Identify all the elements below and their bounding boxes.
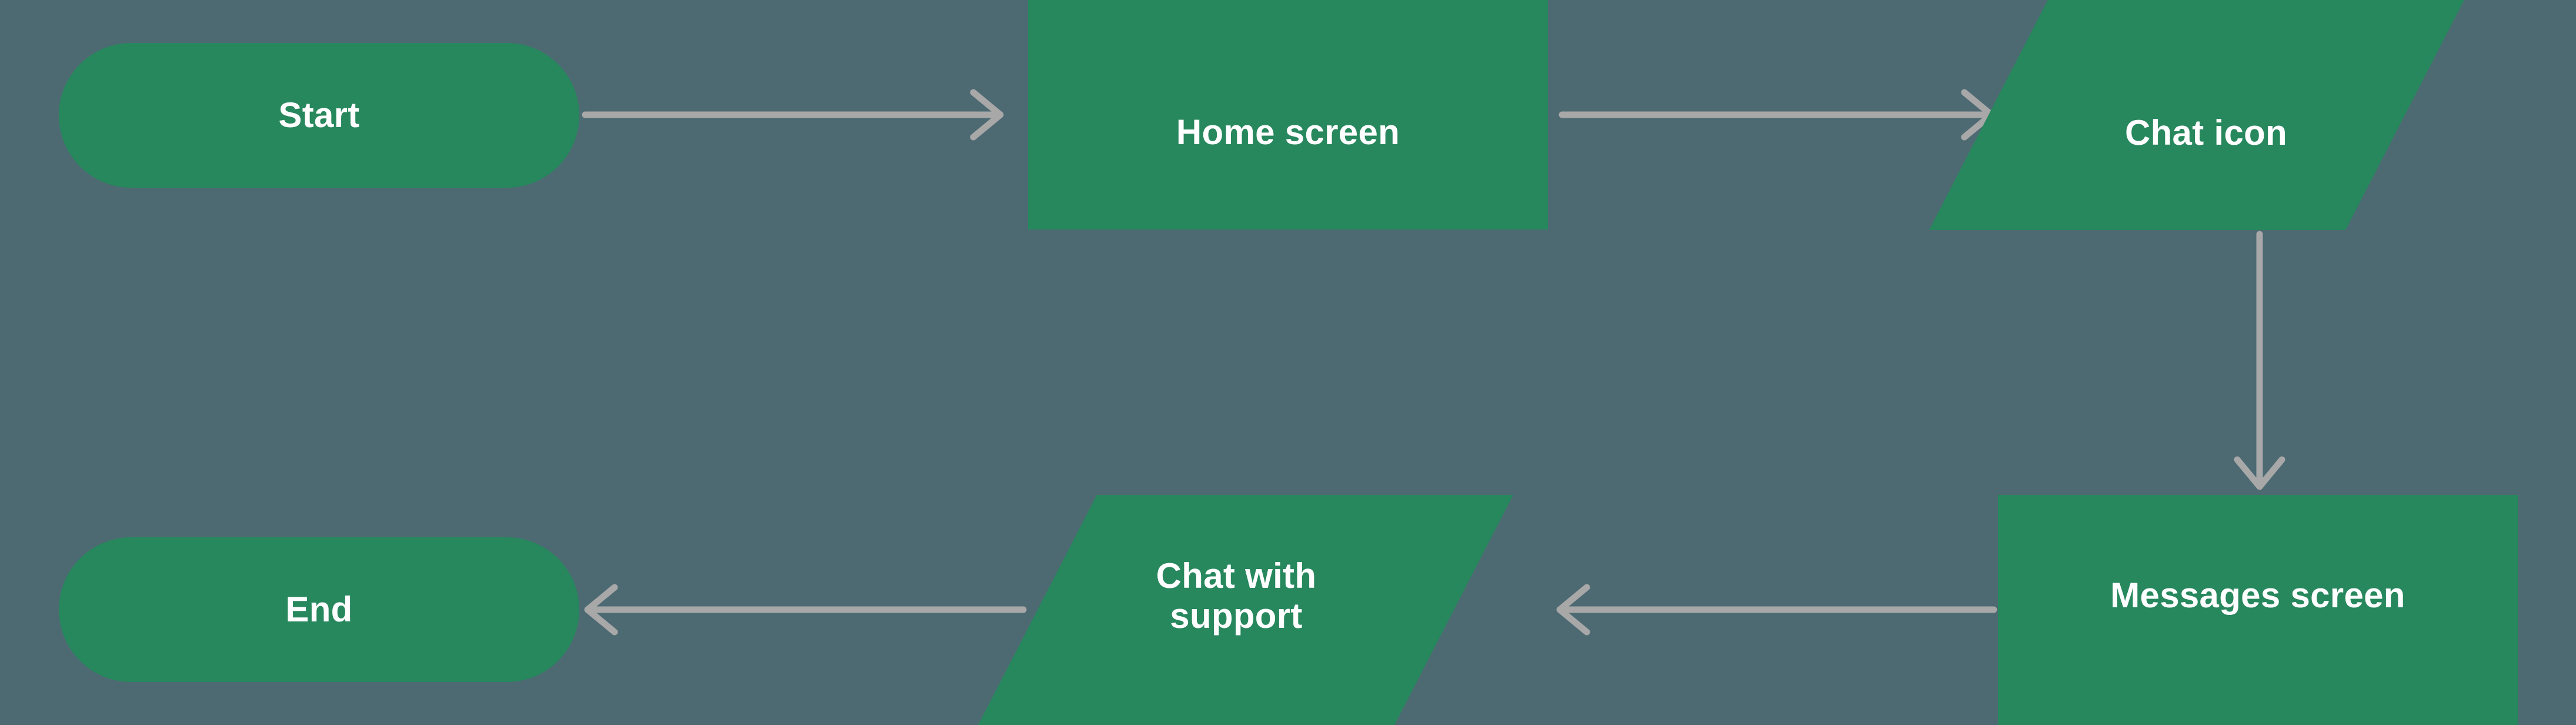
- node-home-screen[interactable]: Home screen: [1028, 0, 1548, 230]
- node-chat-icon[interactable]: Chat icon: [1929, 0, 2483, 230]
- node-chat-with-support-shape: [959, 495, 1513, 725]
- node-messages-screen[interactable]: Messages screen: [1998, 495, 2518, 725]
- node-start-label: Start: [278, 95, 360, 135]
- node-end[interactable]: End: [59, 537, 579, 682]
- node-home-screen-label: Home screen: [1176, 112, 1400, 152]
- edge-start-to-home-screen: [582, 89, 1004, 141]
- node-start[interactable]: Start: [59, 43, 579, 188]
- node-chat-icon-shape: [1929, 0, 2483, 230]
- node-messages-screen-label: Messages screen: [2110, 576, 2405, 616]
- node-chat-with-support[interactable]: Chat with support: [959, 495, 1513, 725]
- edge-chat-icon-to-messages-screen: [2234, 231, 2285, 490]
- edge-messages-screen-to-chat-with-support: [1556, 584, 1997, 636]
- node-end-label: End: [285, 590, 353, 630]
- edge-home-screen-to-chat-icon: [1559, 89, 1995, 141]
- edge-chat-with-support-to-end: [584, 584, 1027, 636]
